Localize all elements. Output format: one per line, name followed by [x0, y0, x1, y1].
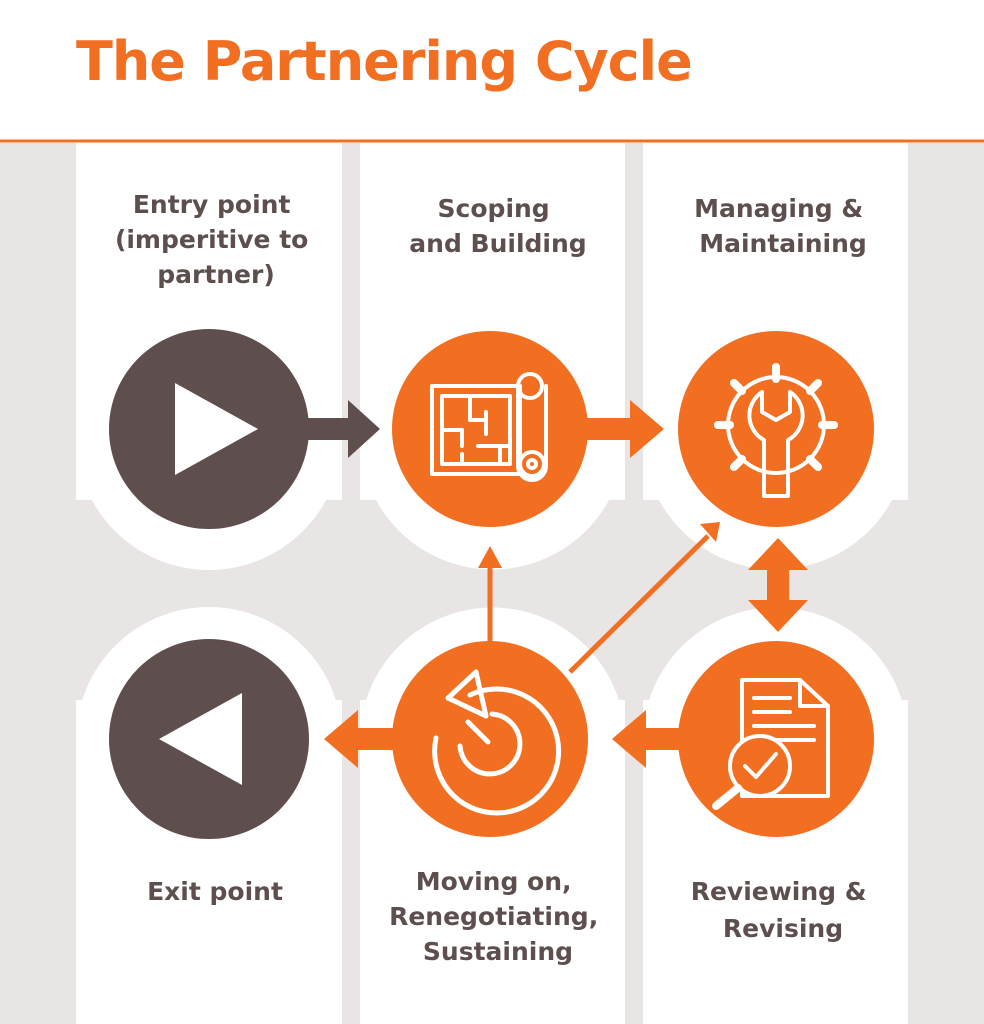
page-title: The Partnering Cycle — [76, 30, 693, 93]
cycle-arrow-icon — [432, 669, 562, 816]
label-managing: Managing & Maintaining — [694, 194, 872, 258]
scoping-circle — [392, 331, 588, 527]
label-moving: Moving on, Renegotiating, Sustaining — [389, 867, 607, 966]
gear-wrench-icon — [714, 363, 838, 498]
stage-circles — [109, 329, 874, 839]
label-entry: Entry point (imperitive to partner) — [115, 190, 317, 289]
play-icon — [175, 383, 258, 475]
band-right — [908, 143, 984, 1024]
arrow-reviewing-to-moving — [612, 710, 690, 768]
moving-circle — [392, 641, 588, 837]
arrow-managing-reviewing — [748, 538, 808, 632]
stage-labels: Entry point (imperitive to partner) Scop… — [115, 190, 876, 966]
arrow-moving-to-exit — [324, 710, 400, 768]
arrow-moving-to-scoping — [478, 546, 502, 642]
band-left — [0, 143, 76, 1024]
arrow-entry-to-scoping — [300, 400, 380, 458]
reverse-icon — [159, 693, 242, 785]
label-exit: Exit point — [147, 877, 283, 906]
connector-arrows — [300, 400, 808, 768]
managing-circle — [678, 331, 874, 527]
label-reviewing: Reviewing & Revising — [691, 877, 876, 943]
arrow-moving-to-managing — [568, 522, 720, 674]
blueprint-icon — [430, 372, 548, 482]
document-review-icon — [712, 678, 830, 810]
label-scoping: Scoping and Building — [409, 194, 586, 258]
arrow-scoping-to-managing — [585, 400, 664, 458]
